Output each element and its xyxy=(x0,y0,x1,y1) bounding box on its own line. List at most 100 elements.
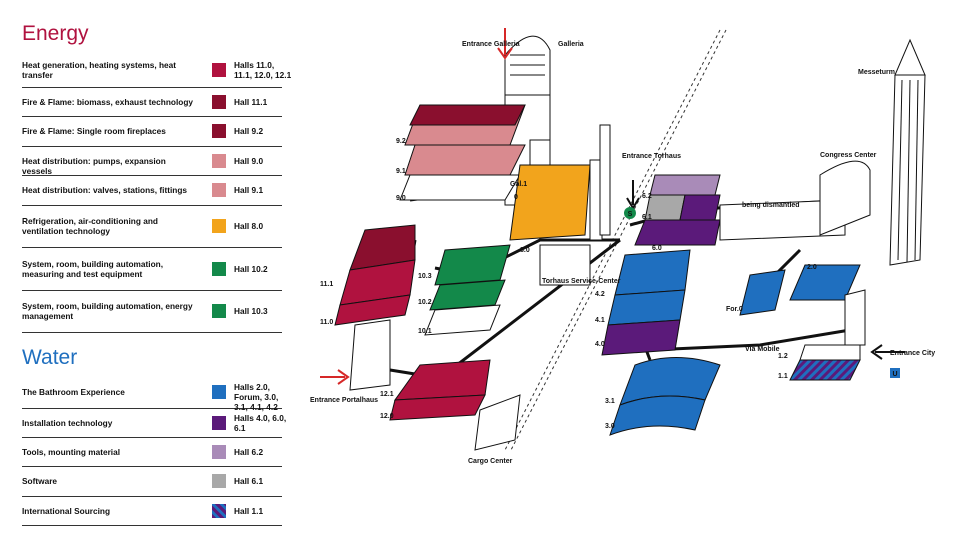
legend-label: International Sourcing xyxy=(22,505,111,516)
torhaus-building xyxy=(539,244,591,286)
label-entrance-galleria: Entrance Galleria xyxy=(462,41,520,48)
entrance-torhaus-arrow-icon xyxy=(626,180,640,210)
hall-label-6-1: 6.1 xyxy=(642,214,652,221)
energy-legend-row: Heat distribution: pumps, expansion vess… xyxy=(22,146,282,176)
legend-color-swatch xyxy=(212,304,226,318)
label-galleria: Galleria xyxy=(558,41,584,48)
legend-label: Fire & Flame: Single room fireplaces xyxy=(22,126,166,136)
water-legend-row: Installation technology Halls 4.0, 6.0, 6… xyxy=(22,408,286,438)
hall-label-gal1: Gal.1 xyxy=(510,181,527,188)
legend-label: Software xyxy=(22,476,58,486)
hall-10-1 xyxy=(424,304,501,336)
legend-label: The Bathroom Experience xyxy=(22,386,125,397)
label-cargo-center: Cargo Center xyxy=(468,458,513,465)
s-bahn-badge-label: S xyxy=(628,211,633,218)
legend-label: Heat distribution: pumps, expansion vess… xyxy=(22,155,166,176)
energy-legend-row: Heat generation, heating systems, heat t… xyxy=(22,53,291,88)
hall-6-2 xyxy=(649,174,721,196)
water-legend-row: International Sourcing Hall 1.1 xyxy=(22,496,282,526)
hall-label-6-2: 6.2 xyxy=(642,193,652,200)
hall-label-9-0: 9.0 xyxy=(396,195,406,202)
s-bahn-badge-icon xyxy=(624,207,636,219)
hall-label-gal0: 0 xyxy=(514,194,518,201)
legend-color-swatch xyxy=(212,63,226,77)
legend-color-swatch xyxy=(212,384,226,399)
hall-label-4-1: 4.1 xyxy=(595,317,605,324)
legend-color-swatch xyxy=(212,503,226,518)
legend-color-swatch xyxy=(212,124,226,138)
congress-center-building xyxy=(719,160,871,241)
hall-1-2 xyxy=(799,344,861,361)
legend-label: System, room, building automation, energ… xyxy=(22,301,193,321)
hall-9-1 xyxy=(404,144,526,176)
hall-12-1 xyxy=(393,359,491,401)
hall-4-2 xyxy=(614,249,691,296)
map-drawing: S U Entrance Galleria Galleria Messeturm… xyxy=(310,28,935,465)
legend-color-swatch xyxy=(212,94,226,109)
legend-hall: Hall 9.2 xyxy=(234,126,264,136)
label-entrance-city: Entrance City xyxy=(890,350,935,357)
hall-label-12-1: 12.1 xyxy=(380,391,394,398)
label-congress-center: Congress Center xyxy=(820,152,877,159)
legend-color-swatch xyxy=(212,153,226,168)
water-section-title: Water xyxy=(22,346,78,369)
label-being-dismantled: being dismantled xyxy=(742,202,800,209)
hall-4-0 xyxy=(601,319,681,356)
energy-legend-row: Fire & Flame: biomass, exhaust technolog… xyxy=(22,87,282,117)
hall-label-3-1: 3.1 xyxy=(605,398,615,405)
hall-8-0 xyxy=(509,164,591,241)
hall-label-9-1: 9.1 xyxy=(396,168,406,175)
legend-hall: Hall 8.0 xyxy=(234,221,264,231)
legend-hall: Hall 9.0 xyxy=(234,155,264,166)
entrance-galleria-arrow-icon xyxy=(497,28,513,60)
legend-color-swatch xyxy=(212,219,226,233)
hall-4-1 xyxy=(607,289,686,326)
legend-color-swatch xyxy=(212,261,226,276)
hall-1-1 xyxy=(789,359,861,381)
hall-label-11-0: 11.0 xyxy=(320,319,333,326)
hall-label-11-1: 11.1 xyxy=(320,281,333,288)
hall-1-tower xyxy=(844,289,866,346)
legend-label: Heat generation, heating systems, heat t… xyxy=(22,60,176,80)
legend-label: Fire & Flame: biomass, exhaust technolog… xyxy=(22,96,194,107)
legend-hall: Hall 1.1 xyxy=(234,505,264,516)
legend-hall: Halls 2.0, Forum, 3.0, 3.1, 4.1, 4.2 xyxy=(234,381,279,412)
label-via-mobile: Via Mobile xyxy=(745,346,780,353)
label-entrance-portalhaus: Entrance Portalhaus xyxy=(310,397,378,404)
legend-hall: Halls 11.0, 11.1, 12.0, 12.1 xyxy=(234,60,292,80)
cargo-center-building xyxy=(474,394,521,451)
legend-hall: Hall 10.3 xyxy=(234,306,268,316)
hall-label-1-2: 1.2 xyxy=(778,353,788,360)
hall-6-0 xyxy=(634,219,721,246)
legend-hall: Hall 10.2 xyxy=(234,263,268,274)
hall-10-3 xyxy=(434,244,511,286)
hall-6-1 xyxy=(679,194,721,221)
legend-label: System, room, building automation, measu… xyxy=(22,258,164,279)
hall-3-0 xyxy=(609,395,706,436)
hall-label-10-2: 10.2 xyxy=(418,299,432,306)
hall-label-9-2: 9.2 xyxy=(396,138,406,145)
u-bahn-badge-label: U xyxy=(892,371,897,378)
legend-label: Refrigeration, air-conditioning and vent… xyxy=(22,216,158,236)
hall-12-0 xyxy=(389,394,486,421)
hall-label-6-0: 6.0 xyxy=(652,245,662,252)
u-bahn-badge-icon xyxy=(890,368,900,378)
hall-9-0 xyxy=(399,174,521,201)
energy-legend-row: Heat distribution: valves, stations, fit… xyxy=(22,175,282,206)
legend-hall: Hall 11.1 xyxy=(234,96,268,107)
exhibition-ground-map: S U Entrance Galleria Galleria Messeturm… xyxy=(290,0,953,543)
hall-label-10-3: 10.3 xyxy=(418,273,432,280)
hall-label-4-0: 4.0 xyxy=(595,341,605,348)
forum-hall xyxy=(739,269,786,316)
hall-label-2-0: 2.0 xyxy=(807,264,817,271)
legend-hall: Hall 6.2 xyxy=(234,446,264,457)
legend-hall: Halls 4.0, 6.0, 6.1 xyxy=(234,412,287,433)
label-forum: For.0 xyxy=(726,306,743,313)
hall-label-10-1: 10.1 xyxy=(418,328,432,335)
hall-11-0 xyxy=(334,294,411,326)
entrance-portalhaus-arrow-icon xyxy=(320,369,350,385)
label-entrance-torhaus: Entrance Torhaus xyxy=(622,153,681,160)
hall-label-3-0: 3.0 xyxy=(605,423,615,430)
legend-label: Installation technology xyxy=(22,417,113,428)
